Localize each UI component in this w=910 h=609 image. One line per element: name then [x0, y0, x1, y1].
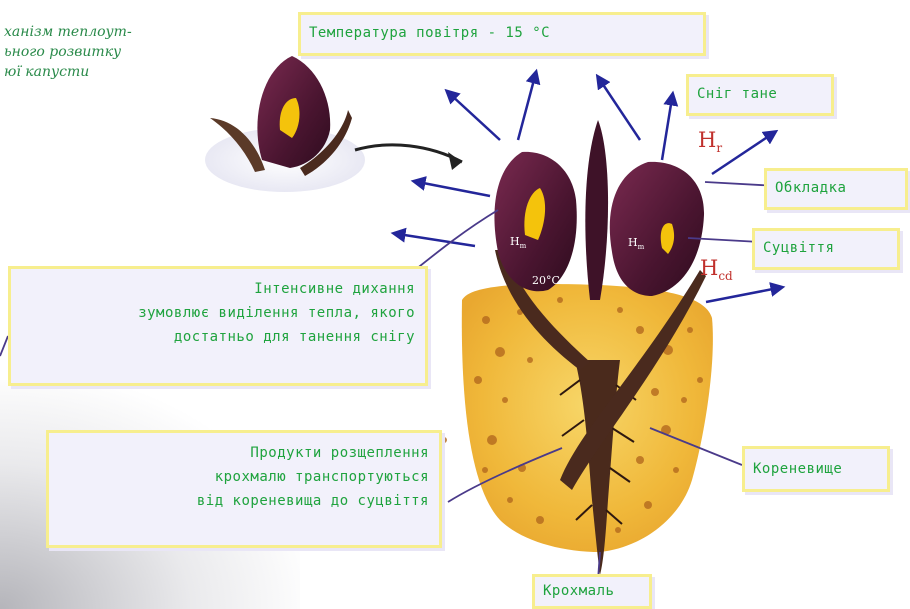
spathe-right	[610, 162, 704, 296]
transition-arrowhead	[448, 152, 462, 170]
respiration-label: Інтенсивне дихання зумовлює виділення те…	[8, 266, 428, 386]
inflorescence-label: Суцвіття	[752, 228, 900, 270]
starch-label: Крохмаль	[532, 574, 652, 609]
inner-temperature-label: 20°C	[532, 274, 560, 287]
heat-conduction-label: Hcd	[700, 256, 733, 283]
small-plant-in-snow	[205, 56, 365, 192]
rhizome-label: Кореневище	[742, 446, 890, 492]
spathe-label: Обкладка	[764, 168, 908, 210]
metabolic-heat-left-label: Hm	[510, 235, 526, 250]
snow-melts-label: Сніг тане	[686, 74, 834, 116]
air-temperature-label: Температура повітря - 15 °C	[298, 12, 706, 56]
metabolic-heat-right-label: Hm	[628, 236, 644, 251]
transition-arrow	[355, 145, 462, 162]
central-spike	[585, 120, 608, 300]
heat-radiation-label: Hr	[698, 128, 722, 155]
starch-products-label: Продукти розщеплення крохмалю транспорту…	[46, 430, 442, 548]
